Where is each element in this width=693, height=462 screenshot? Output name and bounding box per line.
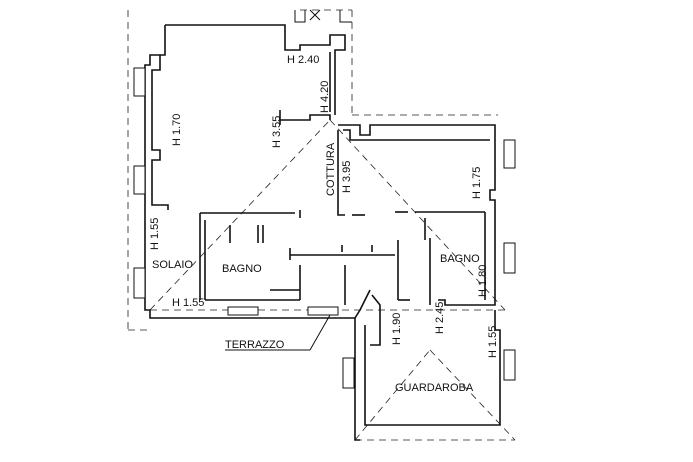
room-label-bagno-right: BAGNO [440, 253, 480, 265]
height-label-155-right: H 1.55 [487, 326, 499, 358]
height-label-240: H 2.40 [287, 54, 319, 66]
room-label-solaio: SOLAIO [152, 259, 193, 271]
interior-walls [199, 52, 486, 305]
outer-walls [144, 24, 501, 441]
top-utility-area [294, 9, 352, 23]
room-label-terrazzo: TERRAZZO [225, 339, 285, 351]
height-label-170: H 1.70 [171, 114, 183, 146]
height-label-175: H 1.75 [471, 167, 483, 199]
height-label-245: H 2.45 [434, 302, 446, 334]
height-label-180: H 1.80 [477, 265, 489, 297]
reference-dashed-lines [127, 9, 516, 441]
height-label-395: H 3.95 [341, 161, 353, 193]
terrazzo-leader [225, 314, 331, 351]
height-label-155-left: H 1.55 [149, 218, 161, 250]
height-label-190: H 1.90 [391, 313, 403, 345]
height-label-420: H 4.20 [319, 81, 331, 113]
height-label-155-bottom: H 1.55 [172, 297, 204, 309]
room-label-guardaroba: GUARDAROBA [395, 382, 474, 394]
windows [133, 67, 516, 389]
room-label-bagno-left: BAGNO [222, 263, 262, 275]
height-label-355: H 3.55 [271, 116, 283, 148]
room-label-cottura: COTTURA [325, 142, 337, 196]
